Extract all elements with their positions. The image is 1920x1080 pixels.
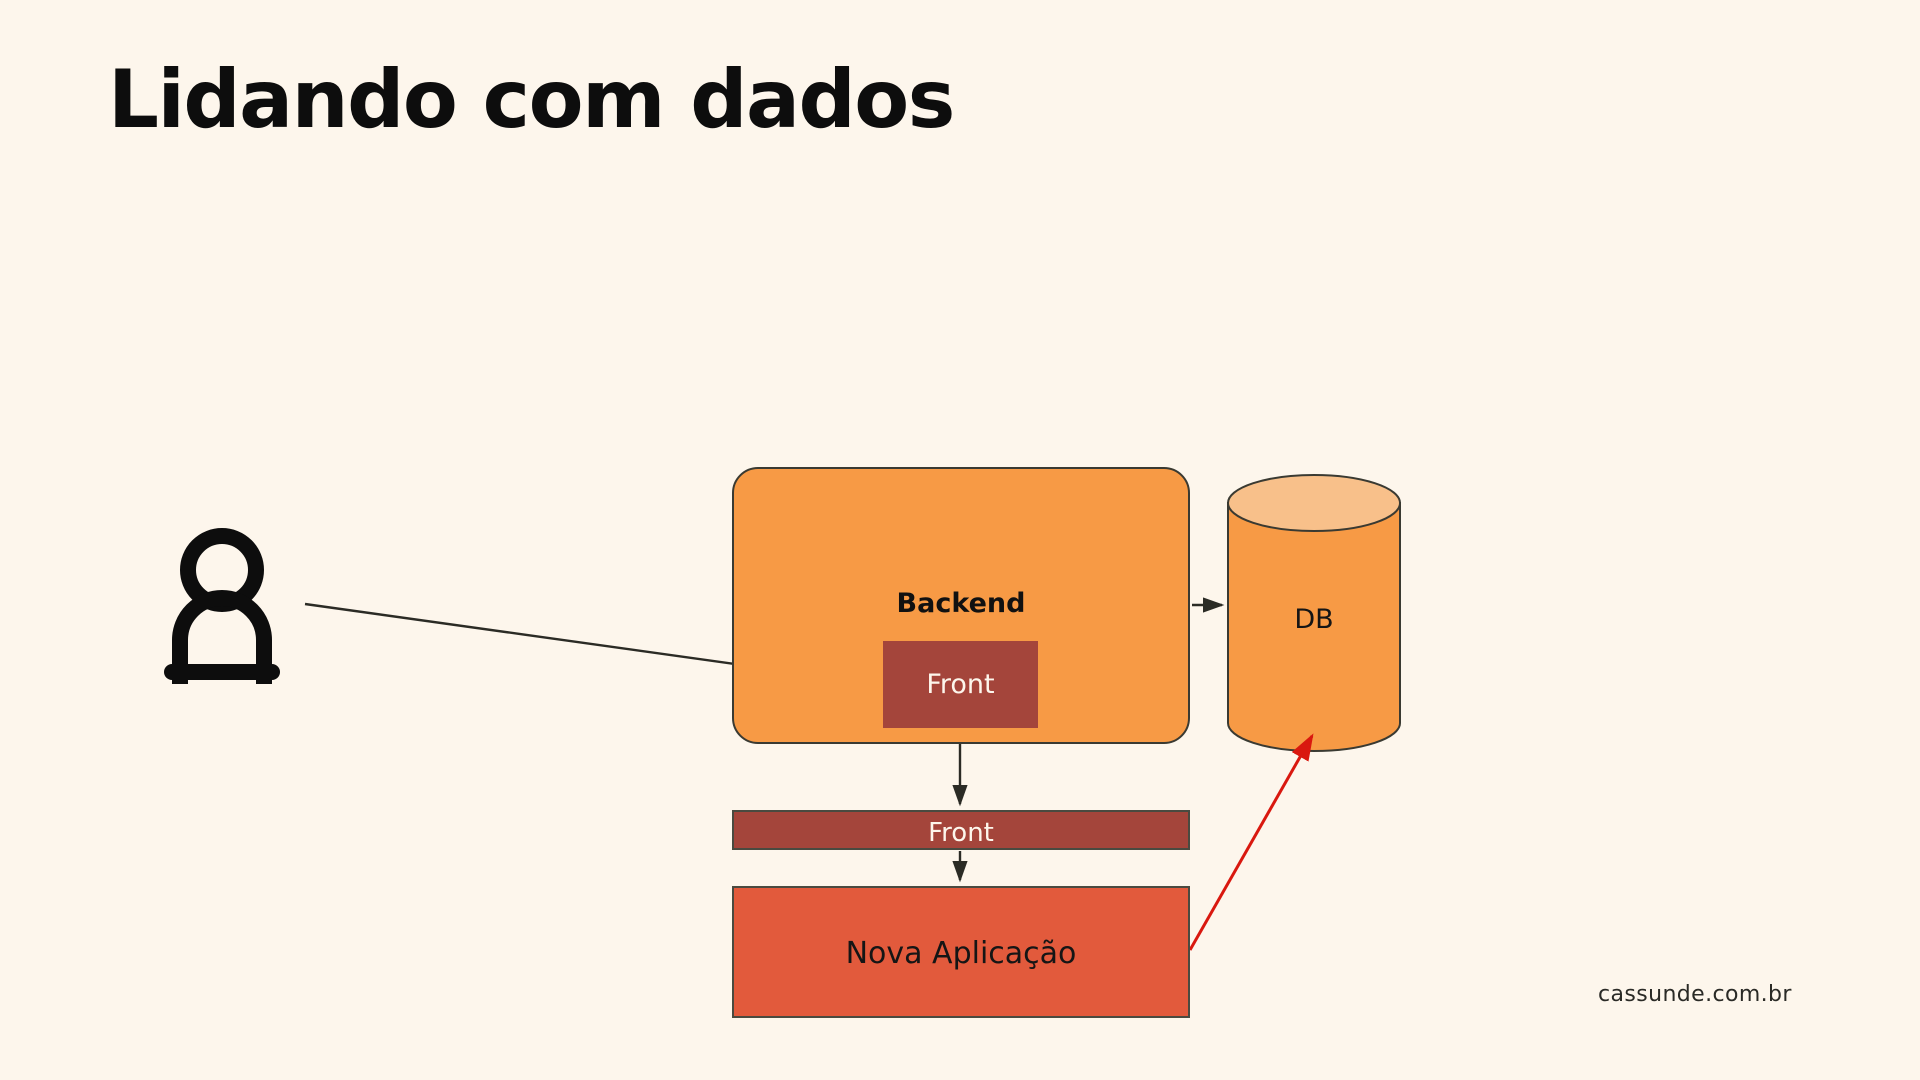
- node-front-bar-label: Front: [928, 818, 994, 848]
- node-db-label: DB: [1294, 604, 1334, 635]
- edge-nova-aplicacao-to-db: [1188, 733, 1314, 951]
- node-front-inner-label: Front: [926, 669, 995, 700]
- page-title: Lidando com dados: [108, 53, 955, 146]
- node-nova-aplicacao-label: Nova Aplicação: [845, 936, 1077, 971]
- node-front-inner[interactable]: [883, 641, 1038, 728]
- node-nova-aplicacao[interactable]: [732, 886, 1190, 1018]
- footer-watermark: cassunde.com.br: [1598, 982, 1792, 1007]
- node-front-bar[interactable]: [732, 810, 1190, 850]
- db-cylinder-shape: [1227, 474, 1401, 752]
- node-backend-label: Backend: [896, 588, 1026, 619]
- user-icon: [164, 528, 280, 684]
